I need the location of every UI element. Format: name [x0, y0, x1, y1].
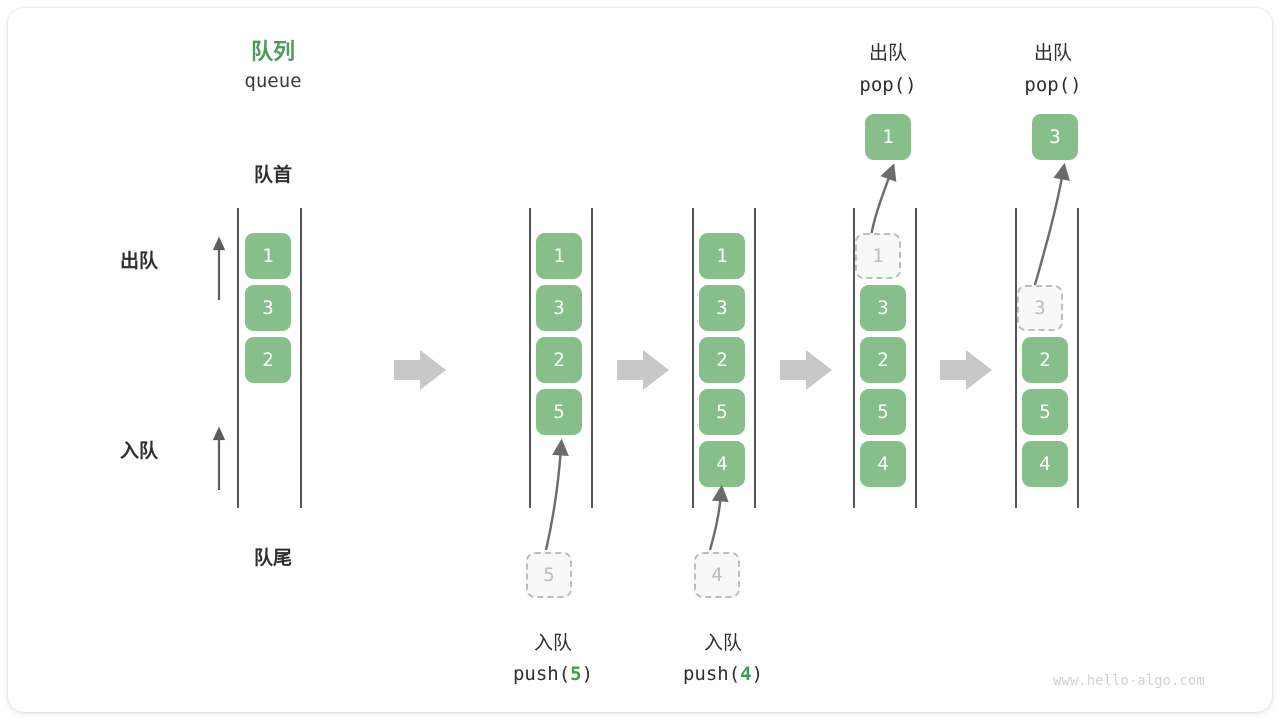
queue-item-new: 5 — [536, 389, 582, 435]
pop-arrow-col5 — [1031, 162, 1070, 293]
popped-item-ghost: 1 — [855, 233, 901, 279]
queue-item: 2 — [245, 337, 291, 383]
op-code-value: 4 — [740, 663, 752, 685]
step-arrow-3 — [780, 350, 832, 390]
queue-item: 3 — [860, 285, 906, 331]
step-arrow-4 — [940, 350, 992, 390]
front-label: 队首 — [253, 164, 292, 186]
diagram-stage: 队列 queue 队首 队尾 出队 入队 1 3 2 1 3 2 5 — [8, 8, 1272, 712]
queue-rail-right-col4 — [915, 208, 917, 508]
step-arrow-1 — [394, 350, 446, 390]
rear-label: 队尾 — [253, 547, 292, 569]
queue-rail-left-col2 — [529, 208, 531, 508]
queue-item: 3 — [245, 285, 291, 331]
pending-item-ghost: 4 — [694, 552, 740, 598]
popped-item-ghost: 3 — [1017, 285, 1063, 331]
queue-rail-left-col1 — [237, 208, 239, 508]
queue-item: 1 — [245, 233, 291, 279]
push-arrow-col3 — [708, 484, 729, 551]
op-label-cn-col4: 出队 — [868, 42, 907, 64]
op-code-value: 5 — [570, 663, 582, 685]
pending-item-ghost: 5 — [526, 552, 572, 598]
queue-item: 2 — [699, 337, 745, 383]
op-code-suffix: ) — [751, 663, 764, 685]
queue-item: 2 — [860, 337, 906, 383]
queue-rail-right-col3 — [754, 208, 756, 508]
op-code-prefix: push( — [682, 663, 741, 685]
queue-rail-right-col2 — [591, 208, 593, 508]
diagram-title-en: queue — [244, 70, 302, 92]
op-code-suffix: ) — [1070, 74, 1082, 96]
queue-rail-left-col3 — [692, 208, 694, 508]
enqueue-direction-arrow — [212, 426, 226, 490]
queue-item: 1 — [536, 233, 582, 279]
dequeue-direction-arrow — [212, 236, 226, 300]
popped-item-result: 1 — [865, 114, 911, 160]
queue-item: 5 — [860, 389, 906, 435]
enqueue-side-label: 入队 — [119, 440, 158, 462]
op-label-code-col3: push(4) — [633, 663, 813, 685]
queue-item: 1 — [699, 233, 745, 279]
pop-arrow-col4 — [869, 163, 897, 237]
op-label-cn-col2: 入队 — [533, 632, 572, 654]
queue-item: 5 — [699, 389, 745, 435]
op-code-prefix: pop( — [1024, 74, 1071, 96]
popped-item-result: 3 — [1032, 114, 1078, 160]
dequeue-side-label: 出队 — [119, 250, 158, 272]
queue-rail-left-col5 — [1015, 208, 1017, 508]
queue-rail-left-col4 — [853, 208, 855, 508]
queue-item: 3 — [536, 285, 582, 331]
diagram-card: 队列 queue 队首 队尾 出队 入队 1 3 2 1 3 2 5 — [8, 8, 1272, 712]
op-label-cn-col5: 出队 — [1033, 42, 1072, 64]
queue-item: 2 — [1022, 337, 1068, 383]
queue-item: 4 — [1022, 441, 1068, 487]
watermark: www.hello-algo.com — [1053, 673, 1205, 689]
queue-item: 5 — [1022, 389, 1068, 435]
op-code-prefix: push( — [512, 663, 571, 685]
queue-rail-right-col5 — [1077, 208, 1079, 508]
queue-item: 4 — [860, 441, 906, 487]
op-code-prefix: pop( — [859, 74, 906, 96]
op-label-code-col2: push(5) — [463, 663, 643, 685]
op-label-cn-col3: 入队 — [703, 632, 742, 654]
step-arrow-2 — [617, 350, 669, 390]
diagram-title-cn: 队列 — [250, 40, 295, 65]
op-label-code-col5: pop() — [978, 74, 1128, 96]
op-code-suffix: ) — [905, 74, 917, 96]
op-label-code-col4: pop() — [813, 74, 963, 96]
push-arrow-col2 — [544, 438, 569, 551]
queue-item: 2 — [536, 337, 582, 383]
queue-rail-right-col1 — [300, 208, 302, 508]
op-code-suffix: ) — [581, 663, 594, 685]
queue-item: 3 — [699, 285, 745, 331]
queue-item-new: 4 — [699, 441, 745, 487]
